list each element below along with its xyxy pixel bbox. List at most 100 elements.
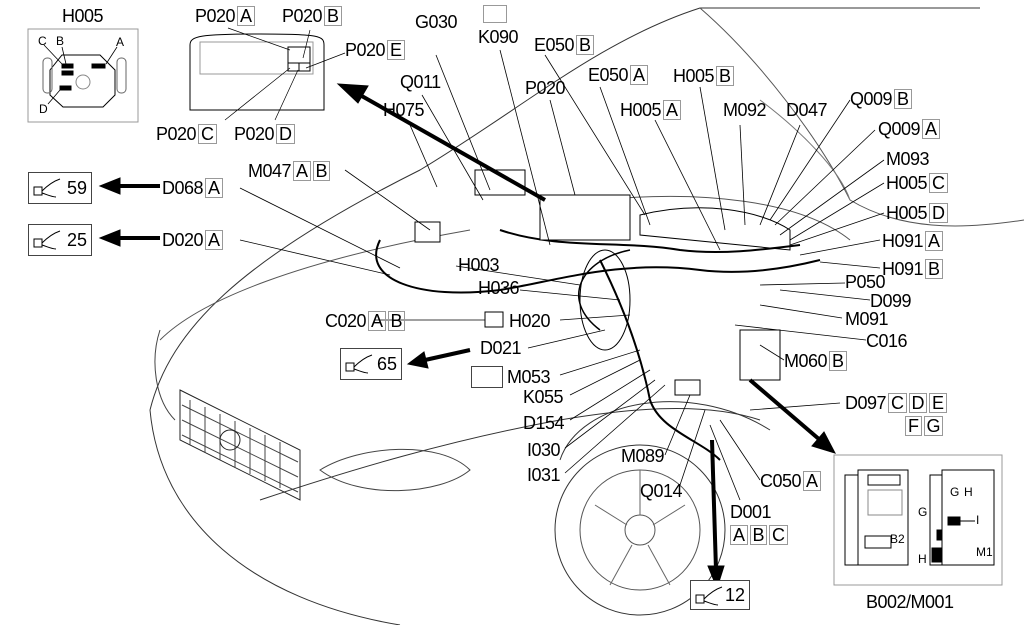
label-d047: D047 (786, 100, 828, 120)
label-i030: I030 (527, 440, 561, 460)
component-code: C016 (866, 331, 908, 351)
component-code: M047 (248, 161, 292, 181)
connector-letter: A (205, 230, 223, 250)
mark-m1: M1 (976, 545, 993, 559)
label-d021: D021 (480, 338, 522, 358)
label-h020: H020 (509, 311, 551, 331)
component-code: C050 (760, 471, 802, 491)
label-m093: M093 (886, 149, 930, 169)
connector-letter: A (925, 231, 943, 251)
page-ref-65[interactable]: 65 (340, 348, 402, 380)
component-code: Q009 (878, 119, 921, 139)
label-h036: H036 (478, 278, 520, 298)
leader-lines (239, 49, 885, 501)
connector-letter: B (749, 525, 768, 545)
letter: C (198, 124, 217, 144)
connector-letter: C (769, 525, 788, 545)
label-i031: I031 (527, 465, 561, 485)
component-code: H005 (886, 203, 928, 223)
connector-letter: F (905, 416, 922, 436)
connector-letter: B (387, 311, 406, 331)
label-c016: C016 (866, 331, 908, 351)
component-code: D020 (162, 230, 204, 250)
component-code: C020 (325, 311, 367, 331)
page-ref-25[interactable]: 25 (28, 224, 92, 256)
component-code: Q009 (850, 89, 893, 109)
connector-letter: G (923, 416, 944, 436)
connector-letter: A (922, 119, 940, 139)
p020-inset (189, 27, 346, 121)
connector-icon (695, 586, 723, 606)
letter: A (237, 6, 255, 26)
pin-label: B (56, 34, 65, 48)
connector-letter: A (630, 65, 648, 85)
label-m053: M053 (507, 367, 551, 387)
component-code: D047 (786, 100, 828, 120)
component-code: H005 (886, 173, 928, 193)
connector-icon (33, 178, 61, 198)
grille (181, 400, 299, 493)
component-code: M091 (845, 309, 889, 329)
component-code: G030 (415, 12, 458, 32)
component-code: D021 (480, 338, 522, 358)
pin-label: D (39, 102, 48, 116)
page-ref-59[interactable]: 59 (28, 172, 92, 204)
component-code: Q011 (400, 72, 441, 92)
mark-h: H (964, 485, 973, 499)
connector-letter: D (929, 203, 948, 223)
component-code: Q014 (640, 481, 683, 501)
component-code: D068 (162, 178, 204, 198)
ref-number: 25 (66, 229, 87, 250)
connector-letter: C (929, 173, 948, 193)
component-code: H020 (509, 311, 551, 331)
ref-number: 12 (724, 584, 745, 605)
code: P020 (156, 124, 197, 144)
b002-m001-title: B002/M001 (866, 592, 954, 612)
h005-inset (27, 28, 139, 123)
label-m089: M089 (621, 446, 665, 466)
mark-g: G (918, 505, 928, 519)
code: P020 (195, 6, 236, 26)
label-m091: M091 (845, 309, 889, 329)
mark-b2: B2 (890, 532, 905, 546)
component-code: H005 (620, 100, 662, 120)
component-code: H036 (478, 278, 520, 298)
connector-icon (345, 354, 373, 374)
connector-letter: A (293, 161, 311, 181)
pin-label: C (38, 34, 47, 48)
arrows (98, 83, 836, 590)
code: P020 (345, 40, 386, 60)
label-k090: K090 (478, 27, 519, 47)
label-h003: H003 (458, 255, 500, 275)
label-p050: P050 (845, 272, 886, 292)
connector-letter: A (730, 525, 748, 545)
mark-i: I (976, 513, 980, 527)
ref-number: 65 (376, 353, 397, 374)
connector-letter: B (925, 259, 943, 279)
b002-m001-inset (833, 454, 1003, 586)
component-code: M089 (621, 446, 665, 466)
component-code: H003 (458, 255, 500, 275)
connector-letter: D (908, 393, 928, 413)
page-ref-12[interactable]: 12 (690, 580, 750, 610)
component-code: M060 (784, 351, 828, 371)
component-code: D154 (523, 413, 565, 433)
component-code: D001 (730, 502, 772, 522)
connector-letter: A (205, 178, 223, 198)
